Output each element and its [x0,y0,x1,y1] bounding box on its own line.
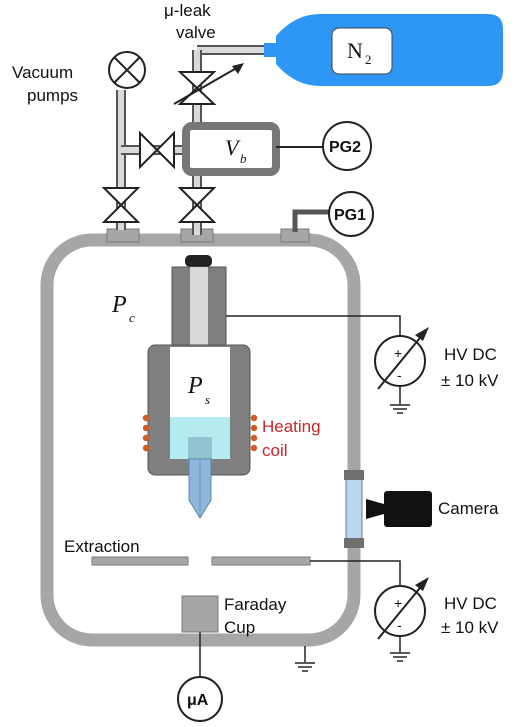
ps-label: P [187,373,203,399]
source-neck-inner [190,267,208,347]
valve-icon [101,187,141,223]
gas-label: N [347,38,363,63]
valve-icon [177,187,217,223]
vb-label-subscript: b [240,151,247,166]
valve-icon [139,130,175,170]
pg2-label: PG2 [329,139,361,156]
leak-valve-label-line2: valve [176,23,216,42]
viewport-window [345,473,363,545]
hv1-minus: - [397,367,402,383]
vacuum-pump-icon [108,51,146,89]
viewport-flange-top [344,470,364,480]
faraday-label-line2: Cup [224,618,255,637]
buffer-volume [182,122,280,176]
camera-icon [366,491,432,527]
ammeter-icon [177,676,223,722]
hv2-label-line1: HV DC [444,594,497,613]
gas-bottle-icon [264,14,503,86]
leak-valve-icon [173,63,244,105]
extraction-label: Extraction [64,537,140,556]
gas-label-subscript: 2 [365,52,372,67]
hv-source-icon [374,327,429,390]
emitter-holder [188,437,212,459]
heating-label-line1: Heating [262,417,321,436]
vacuum-label-line2: pumps [27,86,78,105]
ground-icon [295,662,315,672]
vb-label: V [225,135,241,160]
extraction-electrode-left [91,556,189,566]
ammeter-label: μA [187,692,209,709]
hv2-minus: - [397,617,402,633]
pressure-gauge-icon [322,121,372,171]
faraday-label-line1: Faraday [224,595,287,614]
pg1-label: PG1 [334,207,366,224]
hv1-label-line1: HV DC [444,345,497,364]
hv1-plus: + [394,345,402,361]
ground-icon [390,404,410,414]
heating-coil [142,414,258,452]
pc-label-subscript: c [129,310,135,325]
feedthrough-seal [185,255,212,267]
ground-icon [390,652,410,662]
viewport-flange-bottom [344,538,364,548]
pc-label: P [111,292,127,318]
faraday-cup [181,595,219,633]
hv1-label-line2: ± 10 kV [441,371,499,390]
vacuum-label-line1: Vacuum [12,63,73,82]
hv-source-icon [374,577,429,640]
pressure-gauge-icon [328,191,374,237]
heating-label-line2: coil [262,441,288,460]
hv2-plus: + [394,595,402,611]
leak-valve-label-line1: μ-leak [164,1,211,20]
hv2-label-line2: ± 10 kV [441,618,499,637]
extraction-electrode-right [211,556,311,566]
flange-left [106,228,140,243]
ps-label-subscript: s [205,392,210,407]
camera-label: Camera [438,499,499,518]
